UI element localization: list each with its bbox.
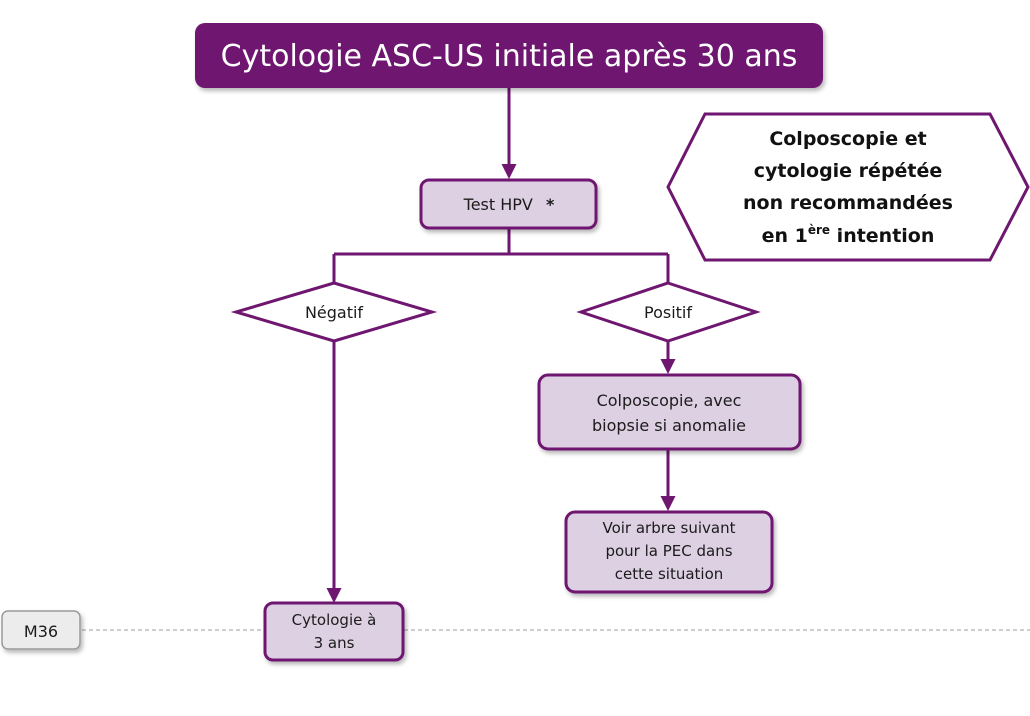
voir-arbre-box <box>564 510 774 594</box>
title-text: Cytologie ASC-US initiale après 30 ans <box>221 39 798 74</box>
voir-arbre-line-3: cette situation <box>615 565 724 583</box>
note-line-4-sup: ère <box>808 223 830 237</box>
note-line-4-suffix: intention <box>830 225 934 247</box>
positif-label: Positif <box>644 303 692 322</box>
colposcopie-box <box>537 373 802 451</box>
note-line-3: non recommandées <box>743 192 953 214</box>
colposcopie-line-2: biopsie si anomalie <box>592 416 746 435</box>
voir-arbre-line-1: Voir arbre suivant <box>602 519 735 537</box>
note-line-2: cytologie répétée <box>754 160 943 182</box>
title-box <box>195 23 823 88</box>
negatif-label: Négatif <box>305 303 363 322</box>
test-hpv-asterisk: * <box>546 195 555 214</box>
positif-diamond <box>576 281 761 343</box>
test-hpv-box <box>419 178 598 230</box>
cytologie-3-ans-line-1: Cytologie à <box>292 611 377 629</box>
colposcopie-line-1: Colposcopie, avec <box>597 391 742 410</box>
cytologie-3-ans-line-2: 3 ans <box>314 634 355 652</box>
cytologie-3-ans-box <box>263 601 405 662</box>
milestone-badge <box>1 610 81 650</box>
note-line-4-prefix: en 1 <box>762 225 808 247</box>
note-line-4: en 1ère intention <box>762 223 935 247</box>
negatif-diamond <box>230 281 438 343</box>
note-line-1: Colposcopie et <box>769 128 926 150</box>
test-hpv-text: Test HPV <box>463 195 533 214</box>
milestone-label: M36 <box>24 622 58 641</box>
test-hpv-label: Test HPV * <box>463 195 555 214</box>
voir-arbre-line-2: pour la PEC dans <box>605 542 732 560</box>
note-hexagon <box>666 112 1030 262</box>
